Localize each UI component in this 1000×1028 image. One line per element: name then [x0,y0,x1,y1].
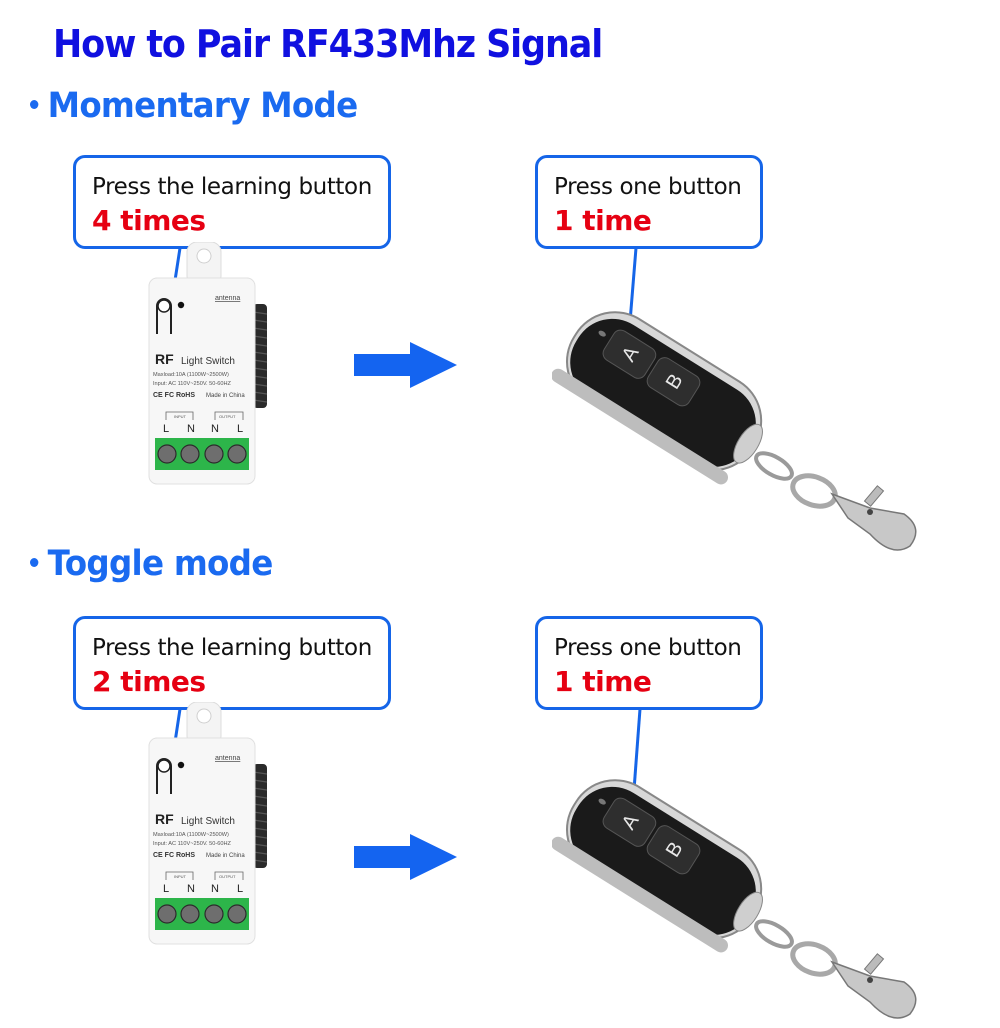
relay-module-illustration: antenna RF Light Switch Maxload:10A (110… [148,701,268,945]
mode-heading-text: Momentary Mode [47,86,359,126]
device-name: Light Switch [181,356,235,367]
callout-count: 4 times [92,204,206,237]
keychain-clasp [754,919,917,1019]
leader-line-remote-1 [628,247,638,323]
output-label: OUTPUT [219,414,236,419]
leader-line-remote-2 [632,708,642,791]
callout-instruction: Press one button [554,174,742,200]
mode-heading-toggle: Toggle mode [30,544,273,584]
arrow-right-icon [354,342,457,388]
relay-module-illustration: antenna RF Light Switch Maxload:10A (110… [148,241,268,485]
antenna-label: antenna [215,295,240,302]
device-brand: RF [155,811,174,827]
bullet-icon [30,99,39,109]
callout-count: 1 time [554,665,652,698]
remote-callout-momentary: Press one button 1 time [535,155,763,249]
rf-remote-control-momentary: A B [551,296,952,560]
rf-remote-control-toggle: A B [551,764,952,1028]
terminal-label: N [211,883,219,895]
callout-instruction: Press one button [554,635,742,661]
output-label: OUTPUT [219,874,236,879]
rf-receiver-device-toggle: antenna RF Light Switch Maxload:10A (110… [143,701,273,956]
terminal-label: L [237,423,243,435]
callout-count: 2 times [92,665,206,698]
terminal-label: N [187,423,195,435]
device-certifications: CE FC RoHS [153,852,195,859]
device-input-spec: Input: AC 110V~250V. 50-60HZ [153,381,231,387]
callout-instruction: Press the learning button [92,635,372,661]
receiver-callout-momentary: Press the learning button 4 times [73,155,391,249]
remote-fob-illustration: A B [551,311,917,551]
antenna-coil [252,304,268,408]
receiver-callout-toggle: Press the learning button 2 times [73,616,391,710]
learning-button-icon [156,758,185,794]
arrow-right-icon [354,834,457,880]
terminal-label: L [163,423,169,435]
mode-heading-momentary: Momentary Mode [30,86,359,126]
callout-instruction: Press the learning button [92,174,372,200]
device-maxload: Maxload:10A (1100W~2500W) [153,832,229,838]
input-label: INPUT [174,874,187,879]
device-brand: RF [155,351,174,367]
terminal-label: L [163,883,169,895]
input-label: INPUT [174,414,187,419]
device-name: Light Switch [181,816,235,827]
learning-button-icon [156,298,185,334]
callout-count: 1 time [554,204,652,237]
terminal-label: L [237,883,243,895]
antenna-label: antenna [215,755,240,762]
remote-fob-illustration: A B [551,779,917,1019]
terminal-label: N [211,423,219,435]
page-title: How to Pair RF433Mhz Signal [53,22,603,66]
device-certifications: CE FC RoHS [153,392,195,399]
remote-callout-toggle: Press one button 1 time [535,616,763,710]
mode-heading-text: Toggle mode [47,544,274,584]
device-origin: Made in China [206,393,245,399]
device-input-spec: Input: AC 110V~250V. 50-60HZ [153,841,231,847]
rf-receiver-device-momentary: antenna RF Light Switch Maxload:10A (110… [143,241,273,496]
keychain-clasp [754,451,917,551]
terminal-label: N [187,883,195,895]
bullet-icon [30,557,39,567]
device-origin: Made in China [206,853,245,859]
device-maxload: Maxload:10A (1100W~2500W) [153,372,229,378]
